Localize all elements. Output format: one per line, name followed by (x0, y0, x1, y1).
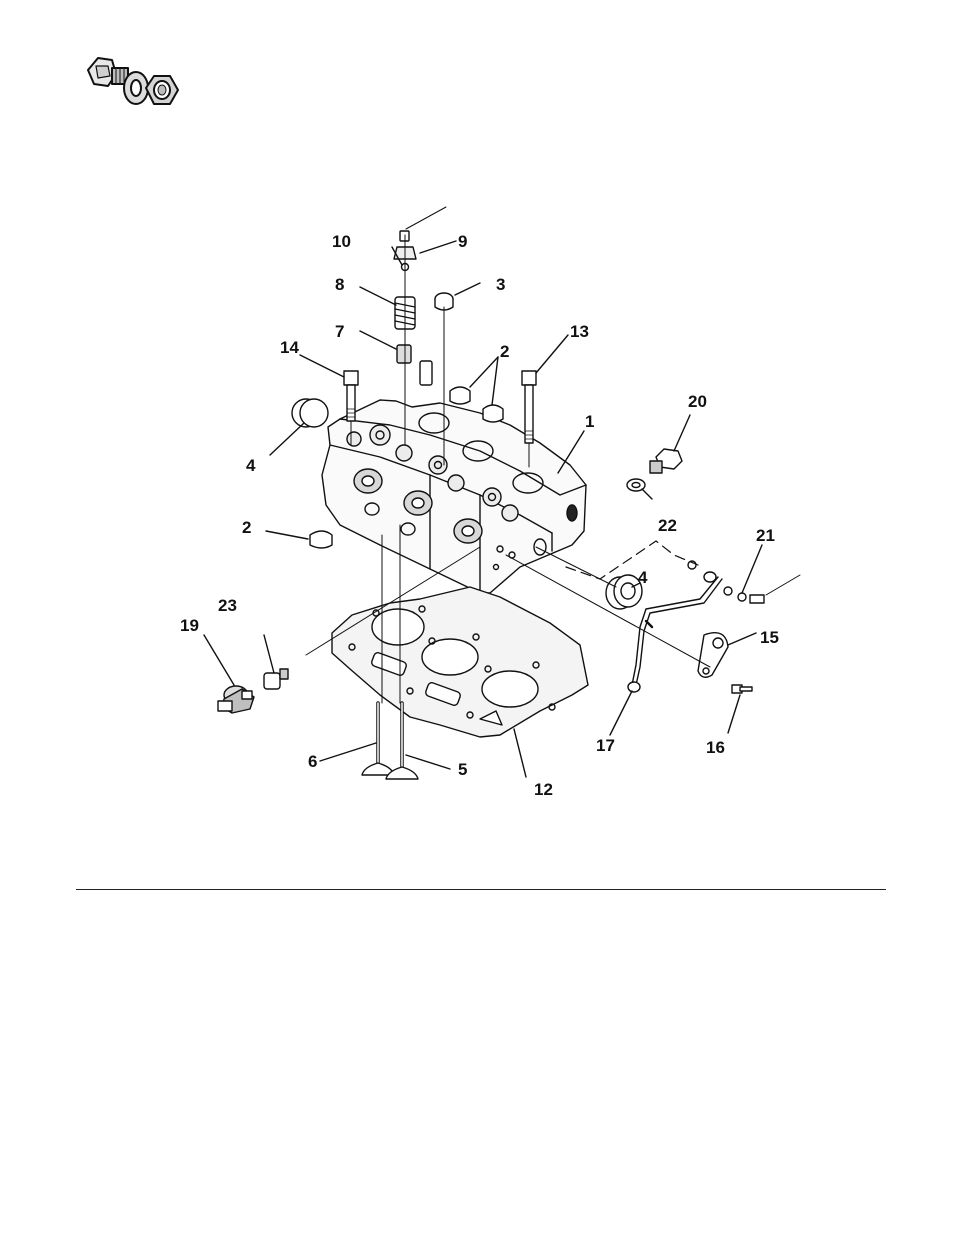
callout-16: 16 (706, 738, 725, 757)
callout-4-right: 4 (638, 568, 648, 587)
callout-22: 22 (658, 516, 677, 535)
intake-valve (362, 703, 394, 775)
callout-5: 5 (458, 760, 467, 779)
temperature-sender (218, 686, 254, 713)
callout-12: 12 (534, 780, 553, 795)
callout-15: 15 (760, 628, 779, 647)
callout-1: 1 (585, 412, 594, 431)
callout-4-left: 4 (246, 456, 256, 475)
head-gasket (332, 587, 588, 737)
callout-20: 20 (688, 392, 707, 411)
horizontal-divider (76, 889, 886, 890)
bolt-washer-nut-icon (84, 48, 184, 120)
callout-14: 14 (280, 338, 299, 357)
callout-6: 6 (308, 752, 317, 771)
callout-19: 19 (180, 616, 199, 635)
callout-2-upper: 2 (500, 342, 509, 361)
callout-17: 17 (596, 736, 615, 755)
callout-13: 13 (570, 322, 589, 341)
callout-10: 10 (332, 232, 351, 251)
callout-2-lower: 2 (242, 518, 251, 537)
callout-3: 3 (496, 275, 505, 294)
cylinder-head-exploded-diagram: 1 2 2 3 4 4 5 6 7 8 9 10 12 13 14 15 16 … (180, 195, 810, 795)
callout-23: 23 (218, 596, 237, 615)
callout-7: 7 (335, 322, 344, 341)
callout-8: 8 (335, 275, 344, 294)
callout-9: 9 (458, 232, 467, 251)
cylinder-head (322, 400, 586, 593)
callout-21: 21 (756, 526, 775, 545)
